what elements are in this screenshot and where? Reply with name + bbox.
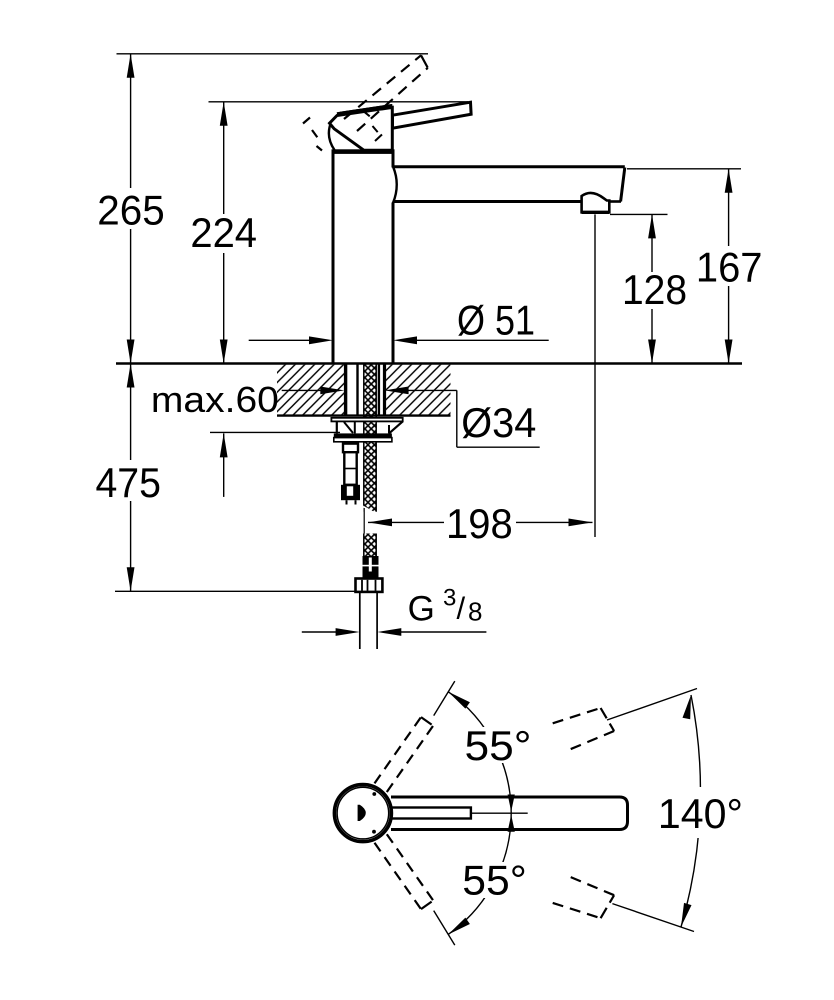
svg-text:Ø34: Ø34 bbox=[461, 399, 536, 446]
svg-text:167: 167 bbox=[696, 243, 763, 290]
svg-text:198: 198 bbox=[446, 500, 513, 547]
svg-text:128: 128 bbox=[622, 266, 687, 313]
svg-text:max.60: max.60 bbox=[151, 379, 279, 420]
svg-text:Ø 51: Ø 51 bbox=[457, 297, 535, 344]
svg-text:265: 265 bbox=[97, 186, 164, 233]
svg-text:3: 3 bbox=[443, 584, 456, 611]
svg-text:475: 475 bbox=[95, 459, 161, 506]
svg-text:/: / bbox=[457, 591, 466, 626]
svg-text:55°: 55° bbox=[465, 722, 532, 769]
svg-text:224: 224 bbox=[190, 209, 257, 256]
svg-text:G: G bbox=[408, 589, 435, 628]
svg-text:8: 8 bbox=[468, 596, 482, 626]
svg-text:140°: 140° bbox=[658, 790, 743, 837]
svg-text:55°: 55° bbox=[462, 857, 527, 904]
